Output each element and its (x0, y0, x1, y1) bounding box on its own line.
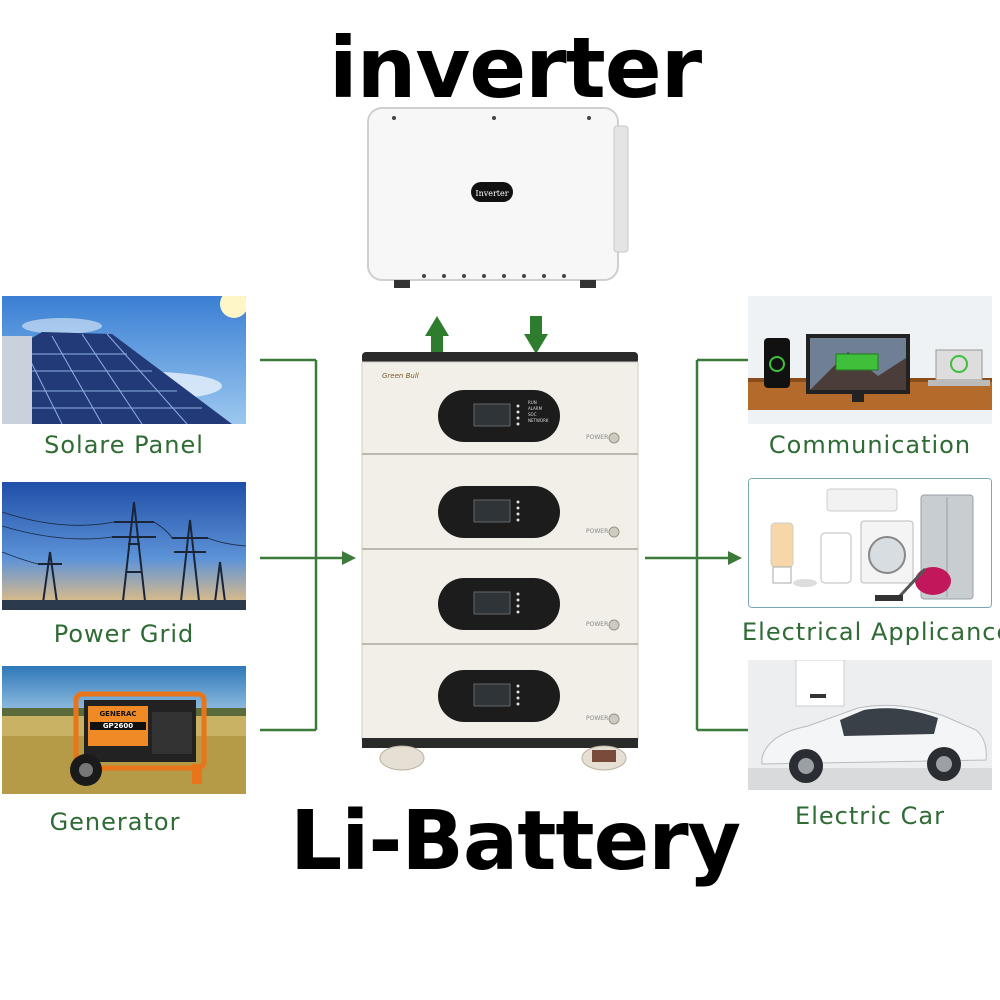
indicator-label-alarm: ALARM (528, 406, 543, 411)
inverter-title: inverter (328, 19, 702, 117)
solar-panel-image (2, 296, 246, 424)
down-arrow (524, 316, 548, 354)
electric-car-image (748, 660, 992, 790)
left-arrowhead (342, 551, 356, 565)
inverter-badge: Inverter (475, 189, 509, 198)
generator-model: GP2600 (90, 722, 146, 730)
battery-brand: Green Bull (382, 372, 419, 380)
battery-title: Li-Battery (290, 794, 741, 889)
generator-image: GENERAC GP2600 (2, 666, 246, 794)
left-bracket (260, 358, 345, 732)
generator-brand: GENERAC (99, 710, 137, 718)
indicator-label-run: RUN (528, 400, 537, 405)
module-label-1: POWER (586, 434, 609, 441)
indicator-label-soc: SOC (528, 412, 537, 417)
battery-displays (438, 390, 560, 722)
power-grid-image (2, 482, 246, 610)
indicator-label-network: NETWORK (528, 418, 549, 423)
source-label-generator: Generator (49, 808, 181, 836)
communication-image (748, 296, 992, 424)
right-bracket (645, 358, 748, 732)
inverter-badge-bg (471, 182, 513, 202)
load-label-appliance: Electrical Applicance (742, 618, 1000, 646)
load-label-electric-car: Electric Car (795, 802, 945, 830)
module-label-2: POWER (586, 528, 609, 535)
source-label-solar: Solare Panel (44, 431, 204, 459)
inverter-device (367, 107, 629, 288)
source-label-grid: Power Grid (53, 620, 195, 648)
module-label-4: POWER (586, 715, 609, 722)
module-label-3: POWER (586, 621, 609, 628)
right-arrowhead (728, 551, 742, 565)
appliance-image (748, 478, 992, 608)
up-arrow (425, 316, 449, 354)
load-label-communication: Communication (768, 431, 972, 459)
battery-device: Green Bull RUN ALARM SOC NETWORK POWER P… (360, 352, 640, 777)
